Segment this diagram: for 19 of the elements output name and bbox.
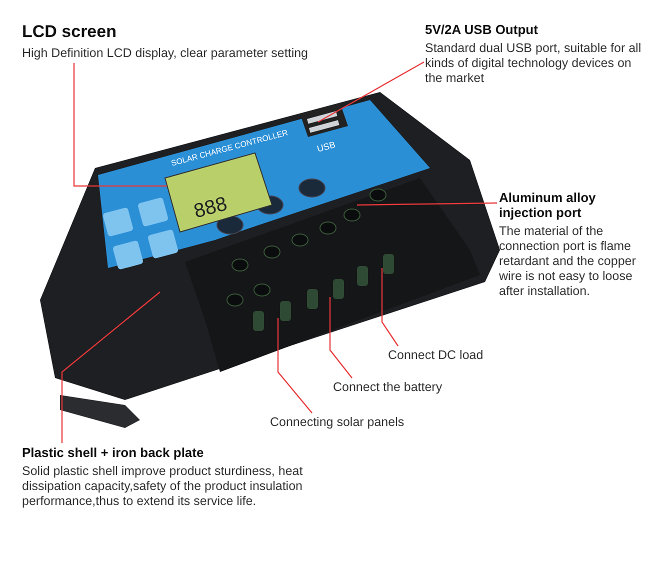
leader-line [73,63,167,187]
leader-line [61,292,160,443]
leader-line [329,297,352,378]
lcd-digits: 888 [192,192,230,223]
callout-description: Standard dual USB port, suitable for all kinds of digital technology devices on the market [425,41,642,86]
leader-line [277,318,312,414]
callout-label: Connect the battery [333,380,444,395]
callout-description: Solid plastic shell improve product sturdiness, heat dissipation capacity,safety of the product insulation performance,thus to extend its service life. [22,464,304,509]
callout-heading: Plastic shell + iron back plate [22,445,205,460]
callout-description: High Definition LCD display, clear parameter setting [22,46,310,61]
leader-line [318,61,424,123]
callout-heading: Aluminum alloy injection port [499,190,597,220]
callout-heading: 5V/2A USB Output [425,22,539,37]
leader-line [381,268,398,346]
callout-label: Connect DC load [388,348,484,363]
callout-label: Connecting solar panels [270,415,406,430]
callout-description: The material of the connection port is flame retardant and the copper wire is not easy to loose after installation. [499,224,637,299]
callout-heading: LCD screen [22,22,118,42]
port-label: USB [316,139,336,154]
